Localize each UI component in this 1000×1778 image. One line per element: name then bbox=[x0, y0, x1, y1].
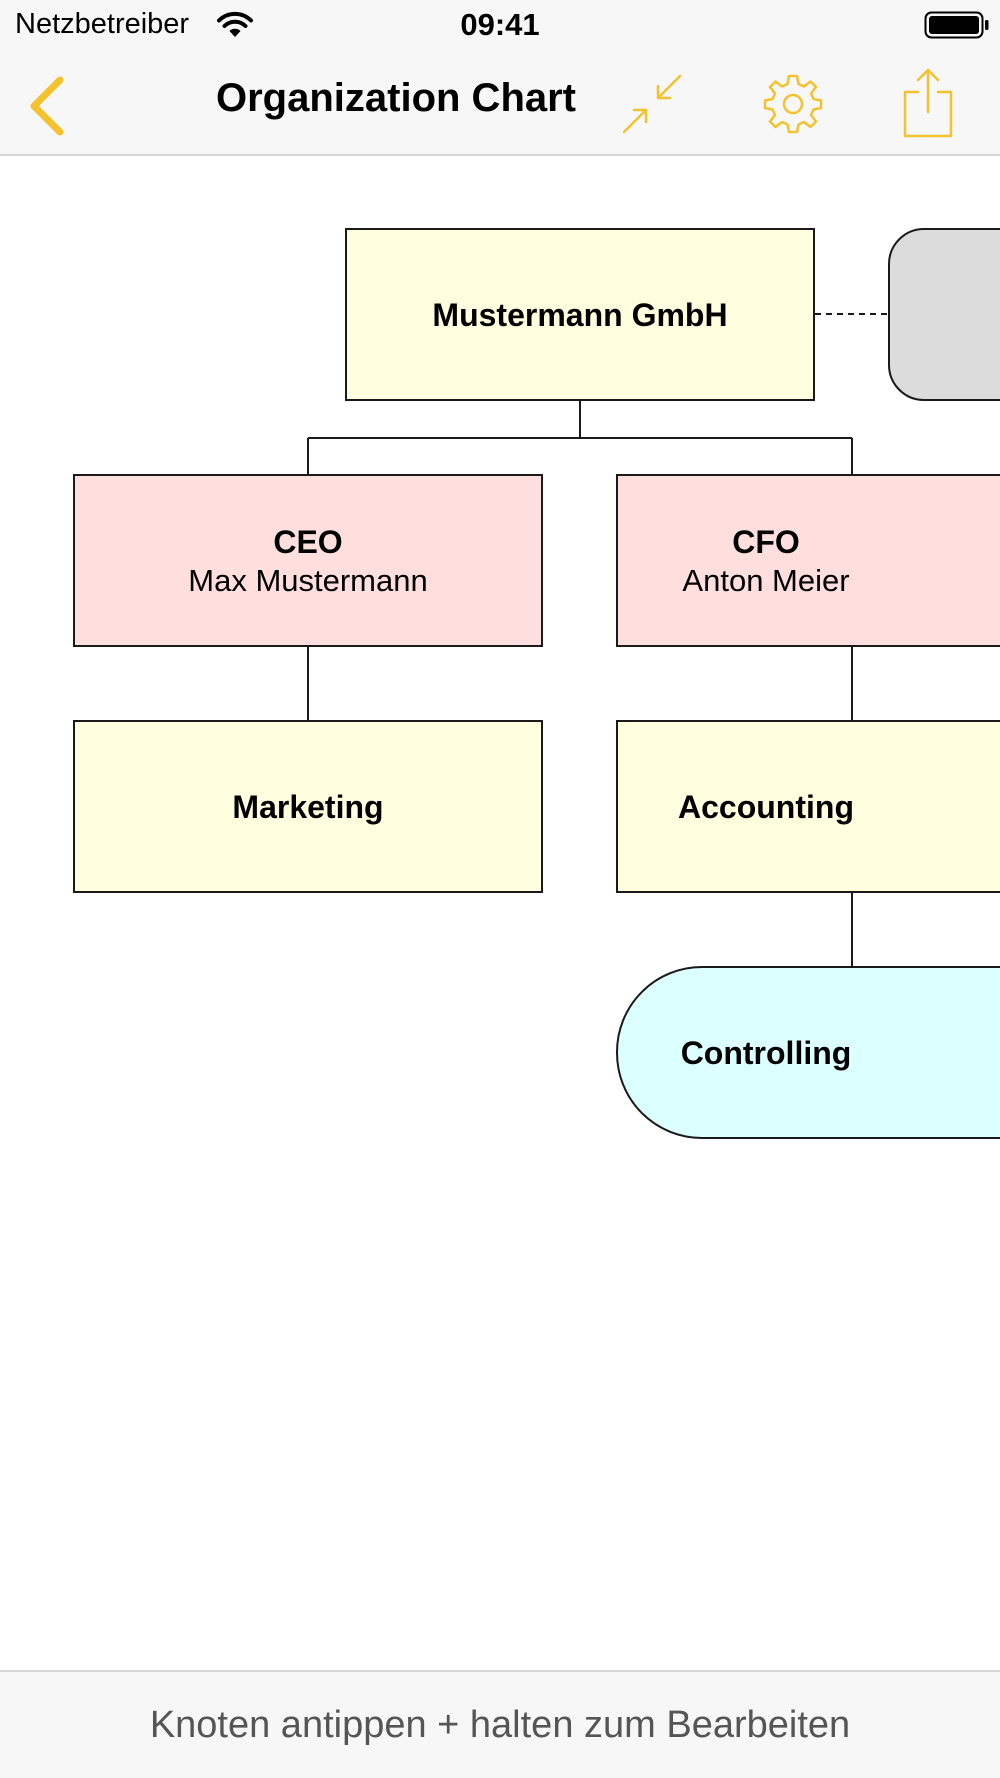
connector-lines bbox=[307, 313, 888, 966]
back-button[interactable] bbox=[18, 70, 78, 136]
org-node-company[interactable]: Mustermann GmbH bbox=[345, 228, 815, 401]
collapse-arrows-icon bbox=[622, 74, 682, 134]
org-node-ceo[interactable]: CEO Max Mustermann bbox=[73, 474, 543, 647]
hint-bar: Knoten antippen + halten zum Bearbeiten bbox=[0, 1670, 1000, 1778]
node-person: Anton Meier bbox=[682, 562, 850, 598]
org-node-assistant[interactable] bbox=[888, 228, 1000, 401]
hint-text: Knoten antippen + halten zum Bearbeiten bbox=[149, 1704, 851, 1746]
node-title: CFO bbox=[732, 523, 800, 560]
node-title: Accounting bbox=[678, 788, 854, 825]
org-node-marketing[interactable]: Marketing bbox=[73, 720, 543, 893]
status-bar: Netzbetreiber 09:41 bbox=[0, 0, 1000, 52]
navigation-bar: Organization Chart bbox=[0, 52, 1000, 156]
page-title: Organization Chart bbox=[215, 76, 577, 120]
node-person: Max Mustermann bbox=[188, 562, 428, 598]
org-node-accounting[interactable]: Accounting bbox=[616, 720, 1000, 893]
chevron-left-icon bbox=[30, 76, 64, 136]
settings-button[interactable] bbox=[755, 66, 831, 142]
node-title: Mustermann GmbH bbox=[432, 296, 728, 333]
wifi-icon bbox=[216, 11, 254, 39]
org-chart-canvas[interactable]: Mustermann GmbH CEO Max Mustermann CFO A… bbox=[0, 156, 1000, 1670]
gear-icon bbox=[763, 74, 823, 134]
battery-icon bbox=[924, 10, 990, 40]
node-title: Marketing bbox=[232, 788, 384, 825]
collapse-button[interactable] bbox=[614, 66, 690, 142]
node-title: CEO bbox=[273, 523, 343, 560]
org-node-controlling[interactable]: Controlling bbox=[616, 966, 1000, 1139]
share-button[interactable] bbox=[890, 66, 966, 142]
carrier-name: Netzbetreiber bbox=[15, 8, 190, 40]
clock: 09:41 bbox=[460, 7, 540, 42]
share-icon bbox=[903, 68, 953, 138]
node-title: Controlling bbox=[680, 1034, 852, 1071]
org-node-cfo[interactable]: CFO Anton Meier bbox=[616, 474, 1000, 647]
